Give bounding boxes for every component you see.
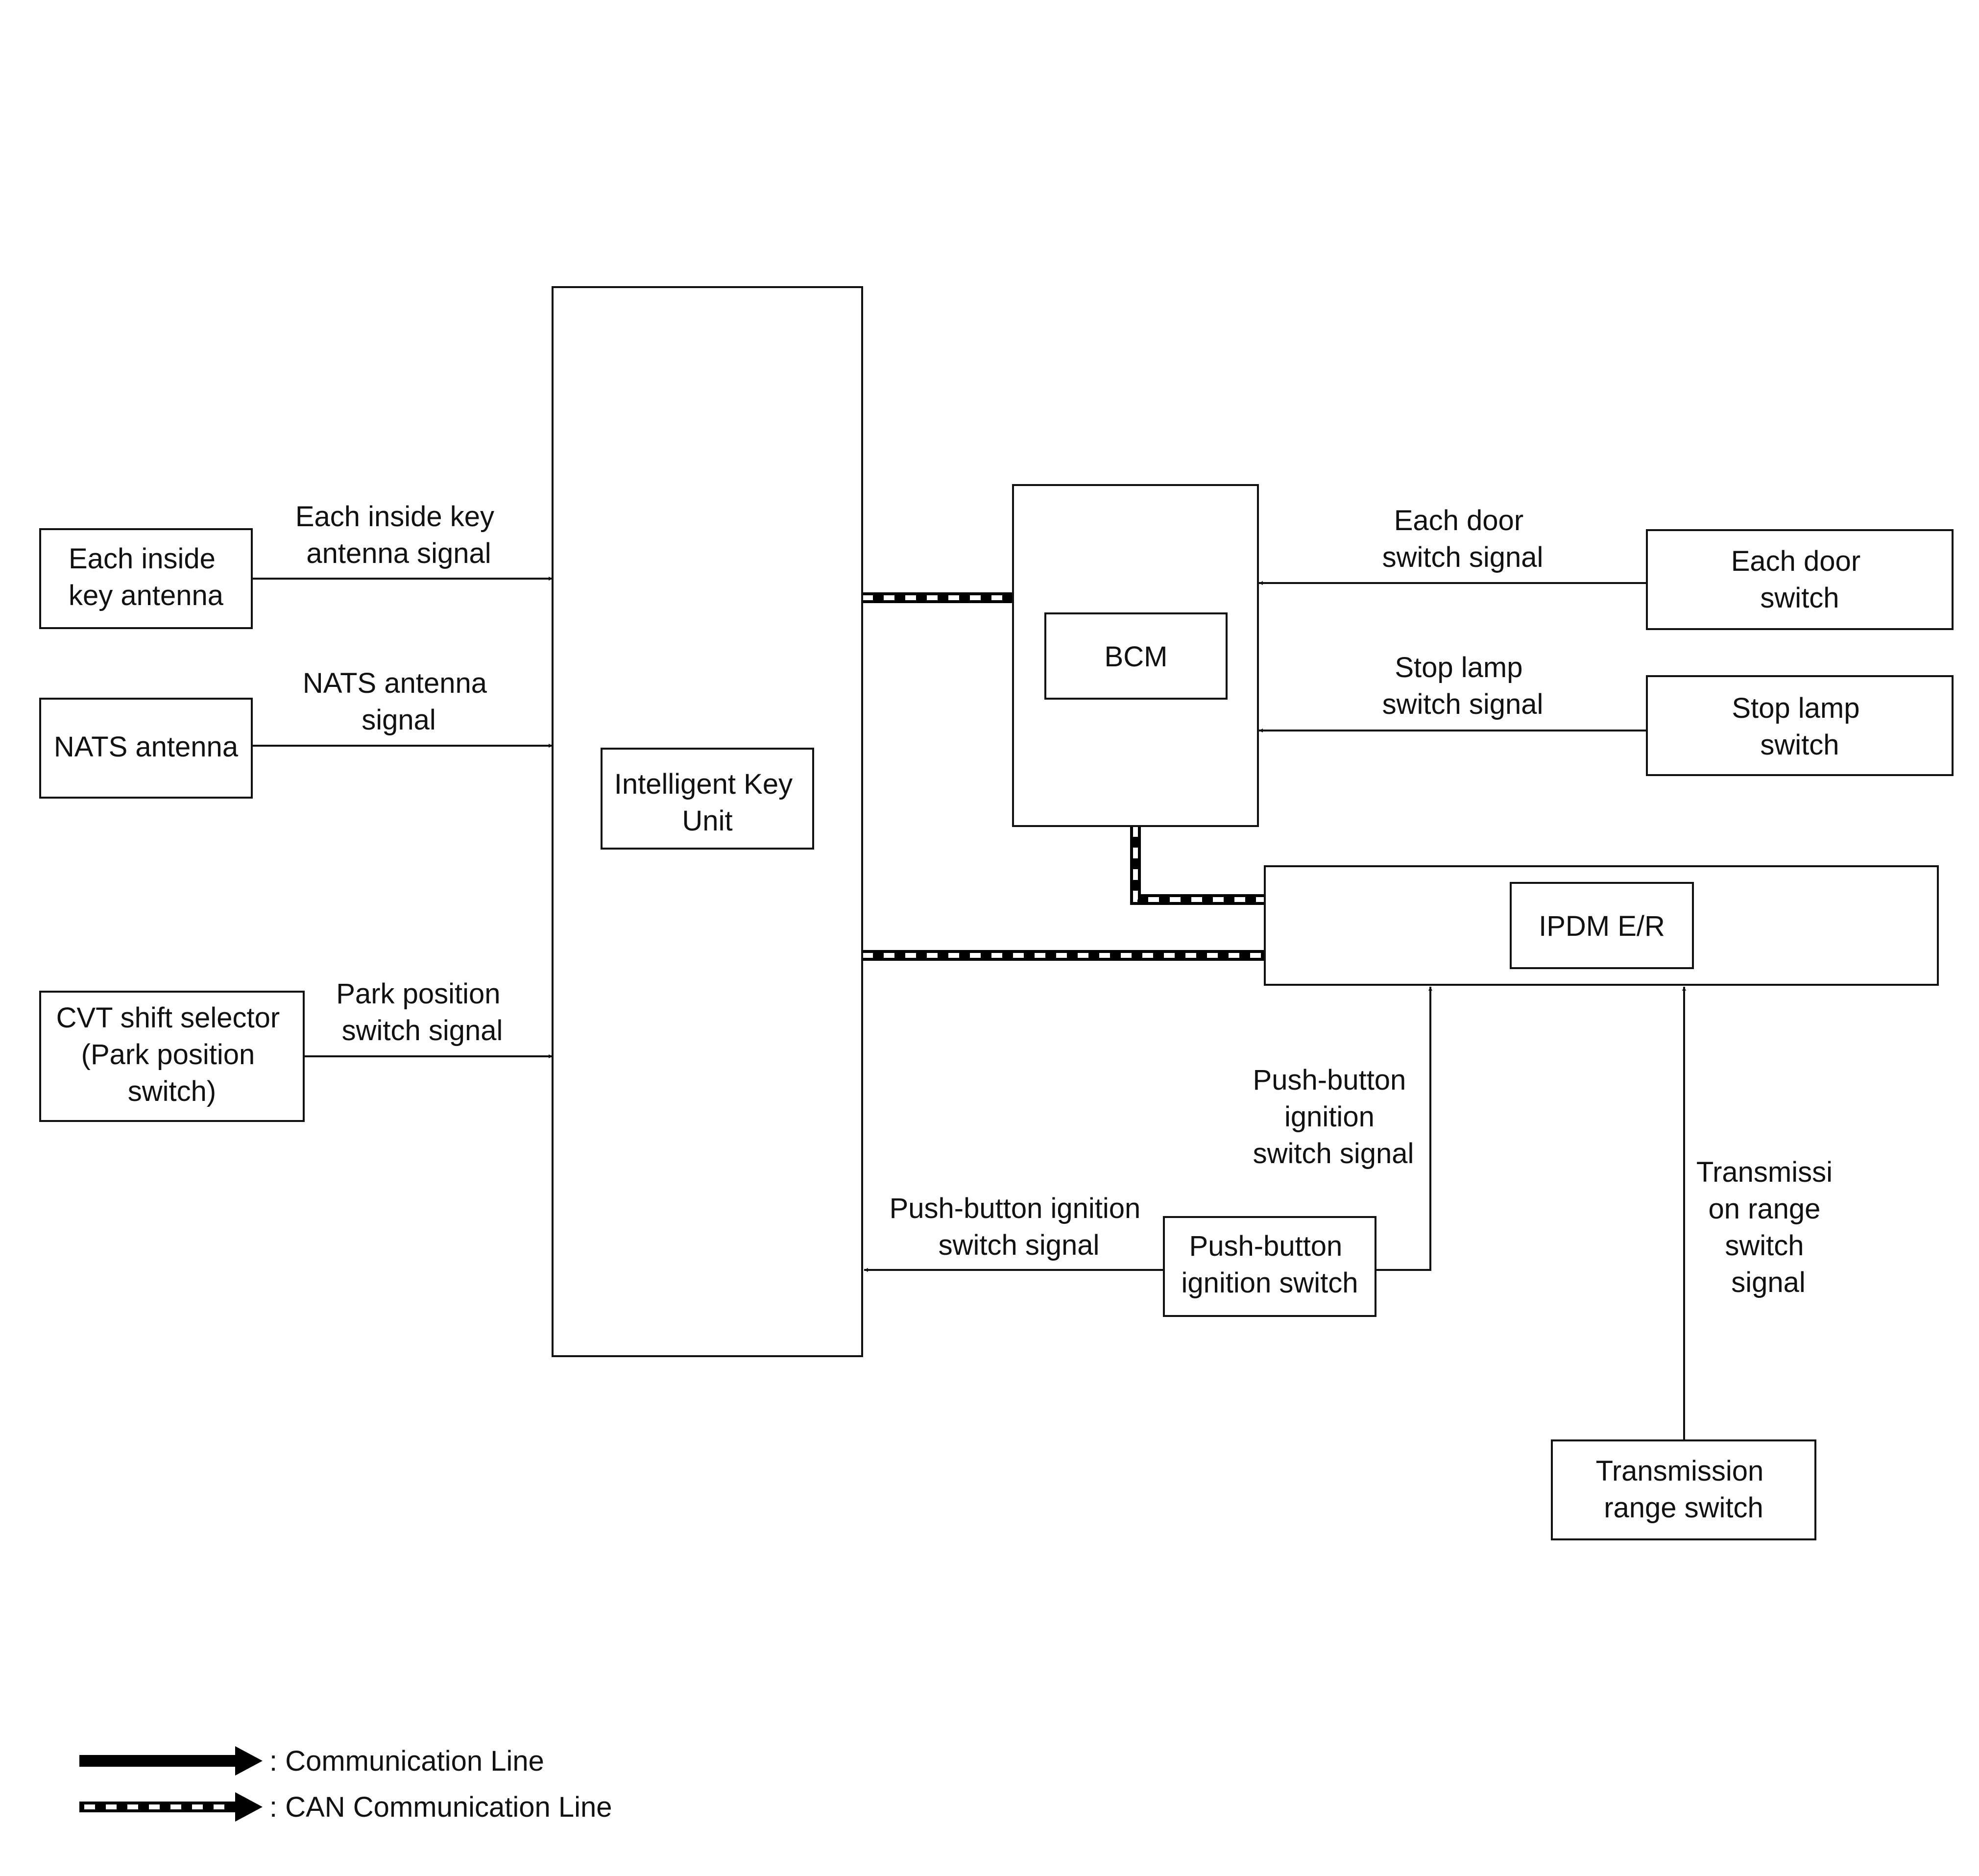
ipdm-label: IPDM E/R xyxy=(1539,910,1665,942)
push-button-to-ipdm-signal-label: Push-button ignition switch signal xyxy=(1253,1064,1414,1169)
nats-antenna-label: NATS antenna xyxy=(54,731,239,763)
ipdm-box xyxy=(1510,882,1694,969)
intelligent-key-unit-label: Intelligent Key Unit xyxy=(614,768,800,837)
intelligent-key-unit-box xyxy=(601,748,814,850)
cvt-shift-selector-box xyxy=(39,991,305,1122)
push-button-switch-box xyxy=(1163,1216,1376,1317)
can-line-bcm-ipdm xyxy=(1130,826,1264,905)
door-switch-signal-label: Each door switch signal xyxy=(1382,505,1544,573)
wire-push-button-to-ipdm xyxy=(1376,987,1432,1271)
bcm-label: BCM xyxy=(1105,641,1168,673)
push-button-to-iku-signal-label: Push-button ignition switch signal xyxy=(890,1193,1149,1261)
inside-key-antenna-box xyxy=(39,528,253,629)
park-position-signal-label: Park position switch signal xyxy=(336,978,508,1047)
nats-antenna-box xyxy=(39,698,253,799)
door-switch-label: Each door switch xyxy=(1731,545,1869,614)
legend-communication-line-label: : Communication Line xyxy=(269,1745,544,1777)
cvt-shift-selector-label: CVT shift selector (Park position switch… xyxy=(56,1002,288,1107)
transmission-range-signal-label: Transmissi on range switch signal xyxy=(1696,1156,1840,1298)
inside-key-antenna-signal-label: Each inside key antenna signal xyxy=(295,501,502,569)
transmission-range-switch-label: Transmission range switch xyxy=(1596,1455,1772,1524)
push-button-switch-label: Push-button ignition switch xyxy=(1181,1230,1358,1299)
stop-lamp-switch-box xyxy=(1646,675,1954,776)
legend-can-communication-line-symbol xyxy=(79,1792,263,1822)
nats-antenna-signal-label: NATS antenna signal xyxy=(303,667,495,736)
inside-key-antenna-label: Each inside key antenna xyxy=(69,543,224,611)
legend-can-communication-line-label: : CAN Communication Line xyxy=(269,1791,612,1823)
stop-lamp-switch-label: Stop lamp switch xyxy=(1732,692,1867,761)
stop-lamp-signal-label: Stop lamp switch signal xyxy=(1382,652,1544,720)
door-switch-box xyxy=(1646,529,1954,630)
bcm-box xyxy=(1044,612,1228,700)
legend-communication-line-symbol xyxy=(79,1746,263,1776)
transmission-range-switch-box xyxy=(1551,1439,1816,1540)
legend: : Communication Line : CAN Communication… xyxy=(79,1745,612,1823)
